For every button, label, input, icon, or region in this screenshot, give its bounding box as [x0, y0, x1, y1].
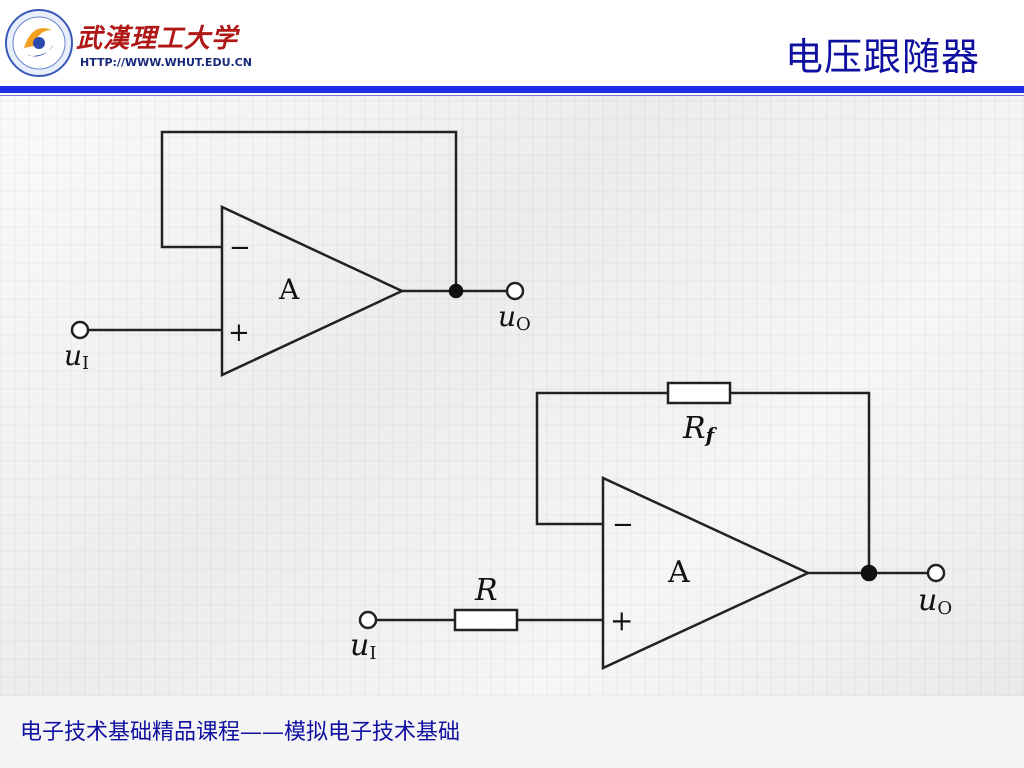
background-pcb-texture: [0, 96, 1024, 696]
plus-sign-1: +: [228, 318, 250, 348]
input-resistor-label: R: [474, 573, 498, 608]
input-label-1: uI: [64, 339, 89, 374]
header-rule: [0, 86, 1024, 93]
amp-label-1: A: [278, 273, 300, 306]
output-label-sub-2: O: [937, 598, 952, 619]
input-terminal-2: [358, 610, 378, 630]
feedback-resistor: [666, 381, 732, 405]
input-label-main-2: u: [350, 628, 369, 663]
input-terminal-1: [70, 320, 90, 340]
header-rule-thin: [0, 95, 1024, 96]
input-label-sub-1: I: [82, 353, 89, 374]
input-resistor: [453, 608, 519, 632]
university-logo-icon: [5, 9, 73, 77]
feedback-resistor-label-main: R: [682, 411, 706, 446]
feedback-resistor-label: Rf: [682, 411, 718, 447]
input-label-main-1: u: [64, 339, 82, 372]
feedback-wire-1: [160, 130, 458, 291]
feedback-wire-2-right: [730, 391, 871, 573]
output-label-1: uO: [498, 300, 531, 335]
university-name: 武漢理工大学: [76, 24, 239, 54]
output-terminal-2: [926, 563, 946, 583]
output-label-main-1: u: [498, 300, 516, 333]
feedback-wire-2-left: [535, 391, 668, 526]
op-amp-triangle-2: [601, 476, 811, 670]
input-label-sub-2: I: [369, 643, 376, 664]
slide-title: 电压跟随器: [784, 35, 980, 79]
output-label-sub-1: O: [516, 314, 531, 335]
output-node-dot-2: [860, 564, 878, 582]
input-label-2: uI: [350, 628, 376, 664]
feedback-resistor-label-sub: f: [704, 423, 718, 447]
output-label-main-2: u: [918, 583, 937, 618]
slide-header: 武漢理工大学 HTTP://WWW.WHUT.EDU.CN 电压跟随器: [0, 0, 1024, 96]
output-label-2: uO: [918, 583, 952, 619]
minus-sign-1: −: [229, 233, 251, 263]
minus-sign-2: −: [612, 510, 634, 540]
university-url: HTTP://WWW.WHUT.EDU.CN: [80, 56, 252, 69]
output-terminal-1: [505, 281, 525, 301]
op-amp-triangle-1: [220, 205, 405, 377]
voltage-follower-circuit: [70, 130, 525, 377]
amp-label-2: A: [667, 555, 690, 590]
course-footer: 电子技术基础精品课程——模拟电子技术基础: [20, 720, 461, 745]
follower-with-resistors-circuit: [358, 381, 946, 670]
output-node-dot-1: [448, 283, 464, 299]
plus-sign-2: +: [610, 604, 633, 637]
